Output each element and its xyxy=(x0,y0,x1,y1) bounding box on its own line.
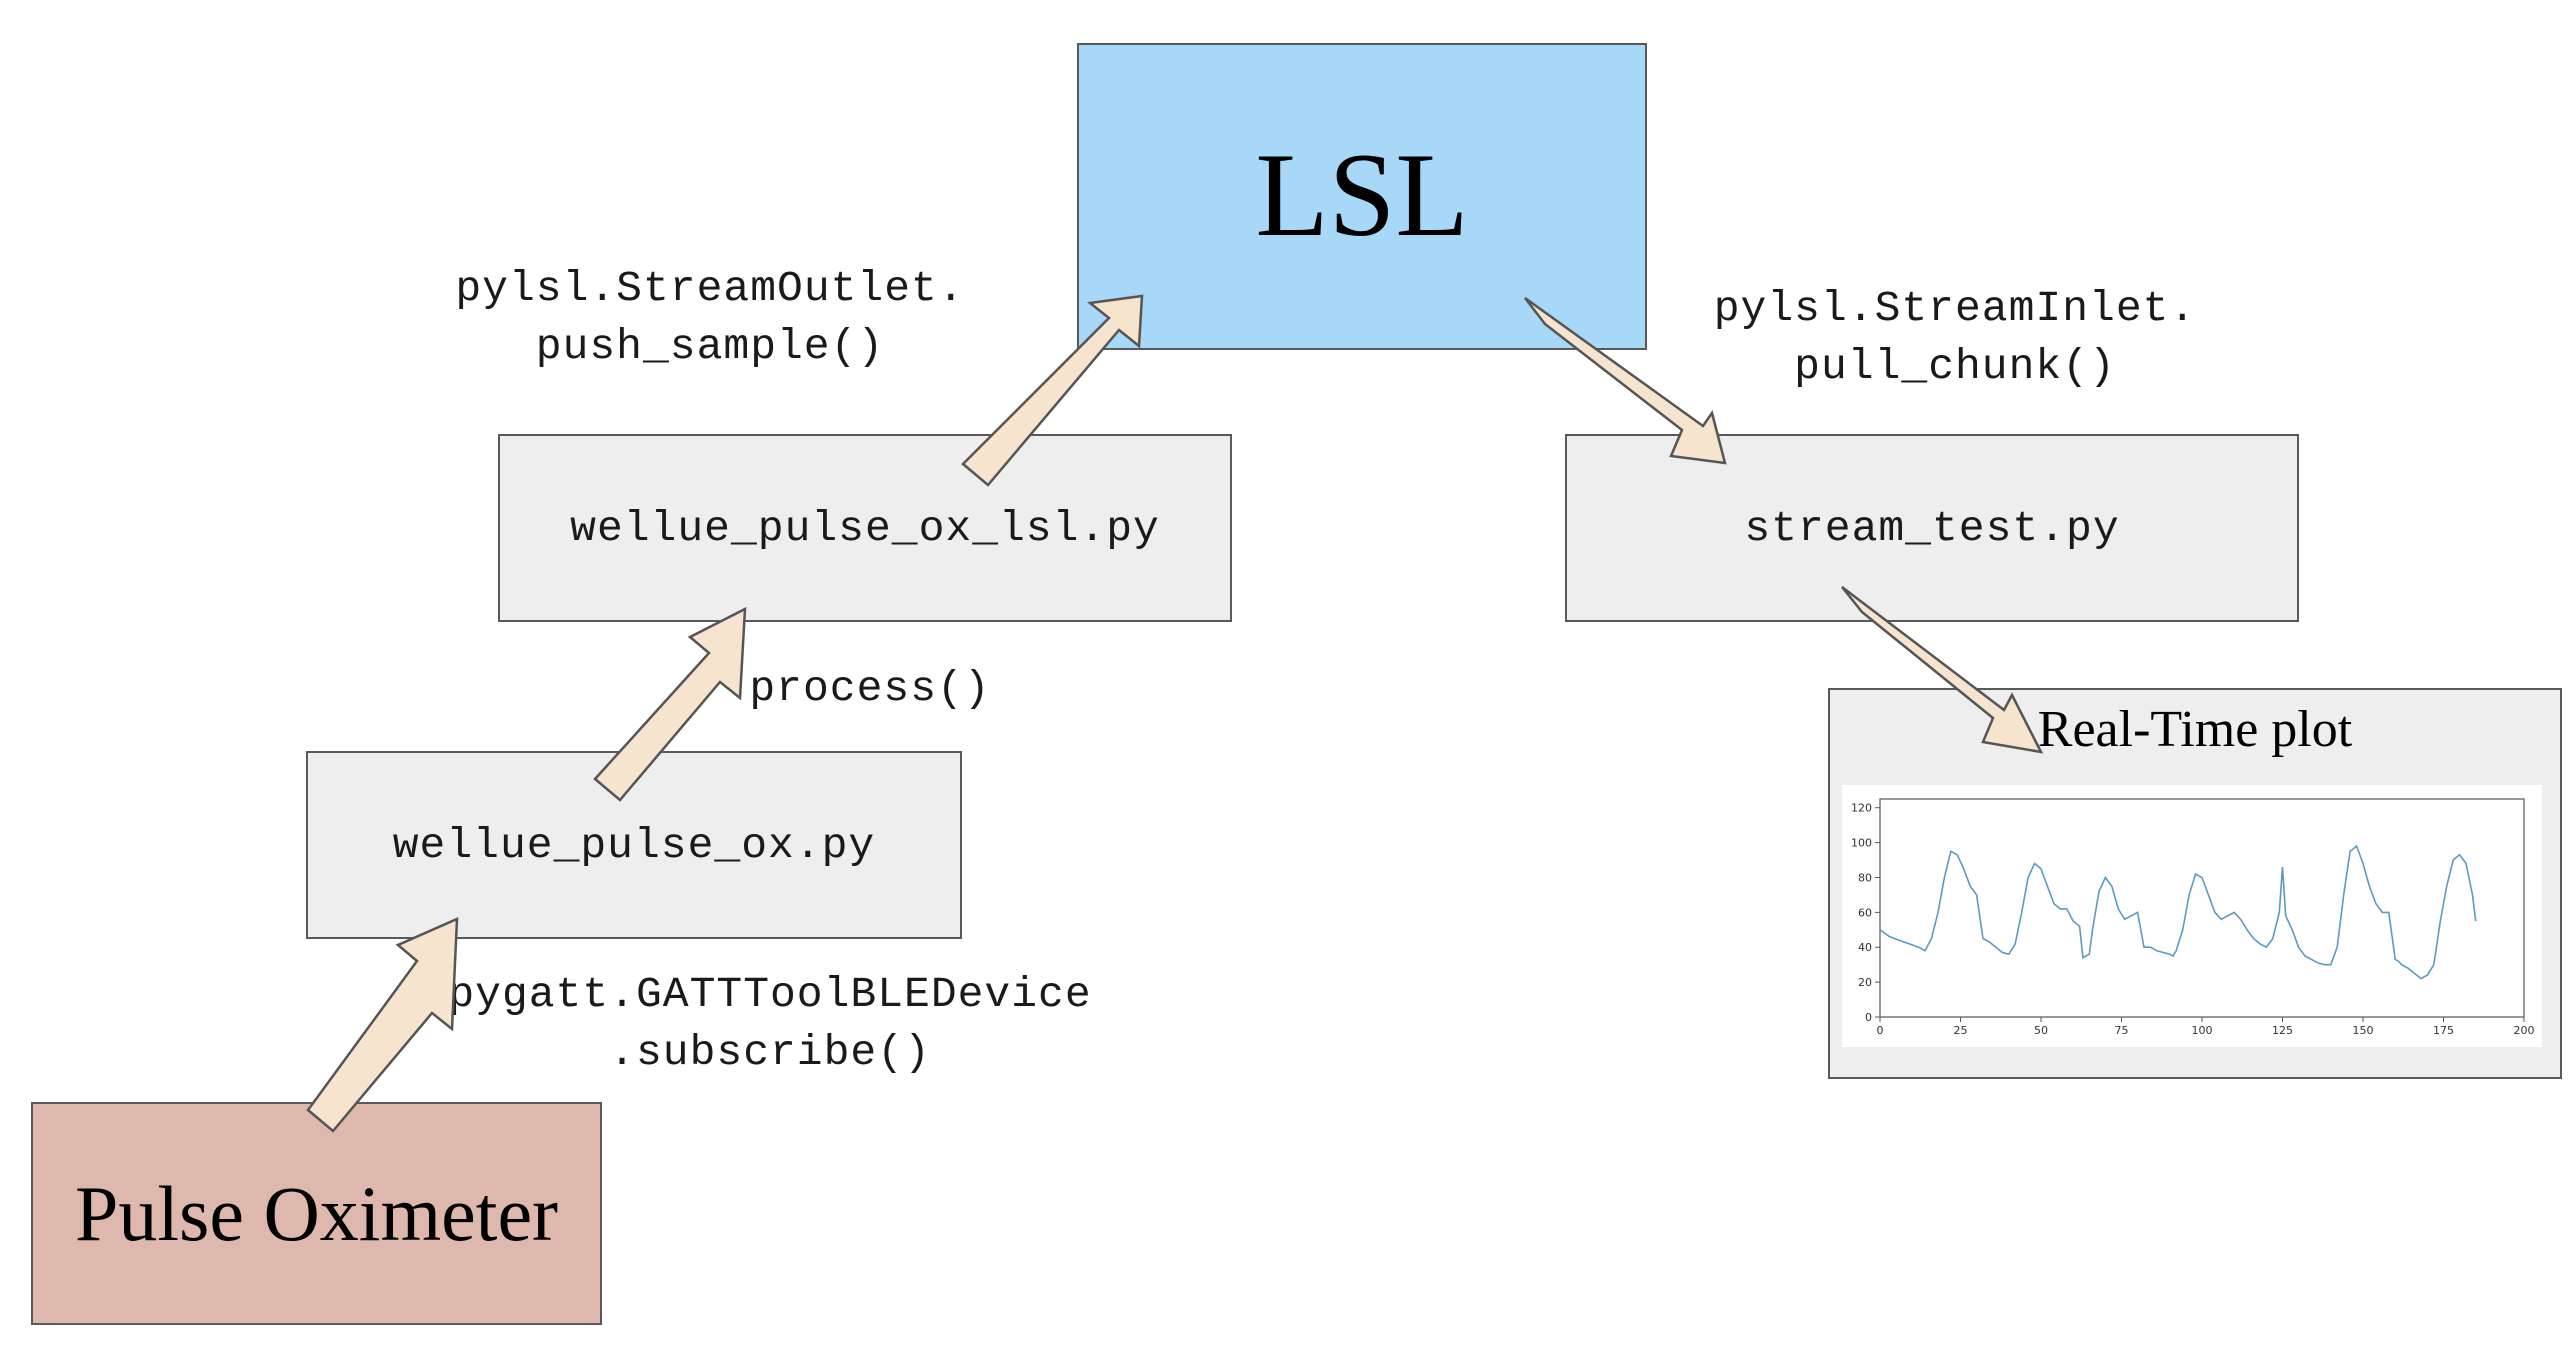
y-tick-label: 20 xyxy=(1858,976,1872,989)
wellue-pulse-ox-label: wellue_pulse_ox.py xyxy=(392,820,876,870)
push-sample-label: pylsl.StreamOutlet. push_sample() xyxy=(455,264,965,371)
y-tick-label: 100 xyxy=(1851,837,1872,850)
process-label: process() xyxy=(749,664,991,713)
wellue-pulse-ox-lsl-node: wellue_pulse_ox_lsl.py xyxy=(498,434,1232,622)
y-tick-label: 120 xyxy=(1851,802,1872,815)
x-tick-label: 50 xyxy=(2034,1024,2048,1037)
plot-title: Real-Time plot xyxy=(2037,701,2353,758)
x-tick-label: 150 xyxy=(2353,1024,2374,1037)
y-tick-label: 0 xyxy=(1865,1011,1872,1024)
stream-test-node: stream_test.py xyxy=(1565,434,2299,622)
x-tick-label: 175 xyxy=(2433,1024,2454,1037)
x-tick-label: 25 xyxy=(1954,1024,1968,1037)
plot-frame xyxy=(1879,798,2525,1018)
pull-chunk-label: pylsl.StreamInlet. pull_chunk() xyxy=(1713,284,2197,391)
lsl-node: LSL xyxy=(1077,43,1647,350)
y-tick-label: 80 xyxy=(1858,871,1872,884)
stream-test-label: stream_test.py xyxy=(1744,503,2120,553)
gatt-subscribe-label: pygatt.GATTToolBLEDevice .subscribe() xyxy=(448,970,1092,1077)
y-tick-label: 40 xyxy=(1858,941,1872,954)
real-time-plot-node: Real-Time plot 0 25 50 75 100 125 150 175 200 0 20… xyxy=(1828,688,2562,1079)
x-tick-label: 0 xyxy=(1877,1024,1884,1037)
lsl-label: LSL xyxy=(1255,127,1469,261)
x-tick-label: 75 xyxy=(2115,1024,2129,1037)
x-tick-label: 200 xyxy=(2514,1024,2535,1037)
pulse-oximeter-node: Pulse Oximeter xyxy=(31,1102,602,1325)
y-tick-label: 60 xyxy=(1858,906,1872,919)
wellue-pulse-ox-node: wellue_pulse_ox.py xyxy=(306,751,962,939)
line-chart: 0 25 50 75 100 125 150 175 200 0 20 40 60 80 100 120 xyxy=(1851,798,2535,1037)
x-tick-label: 100 xyxy=(2192,1024,2213,1037)
wellue-pulse-ox-lsl-label: wellue_pulse_ox_lsl.py xyxy=(570,503,1160,553)
pulse-oximeter-label: Pulse Oximeter xyxy=(74,1169,559,1257)
series-line-0 xyxy=(1879,844,2477,980)
plot-area: 0 25 50 75 100 125 150 175 200 0 20 40 60 80 100 120 xyxy=(1842,785,2542,1047)
x-tick-label: 125 xyxy=(2272,1024,2293,1037)
